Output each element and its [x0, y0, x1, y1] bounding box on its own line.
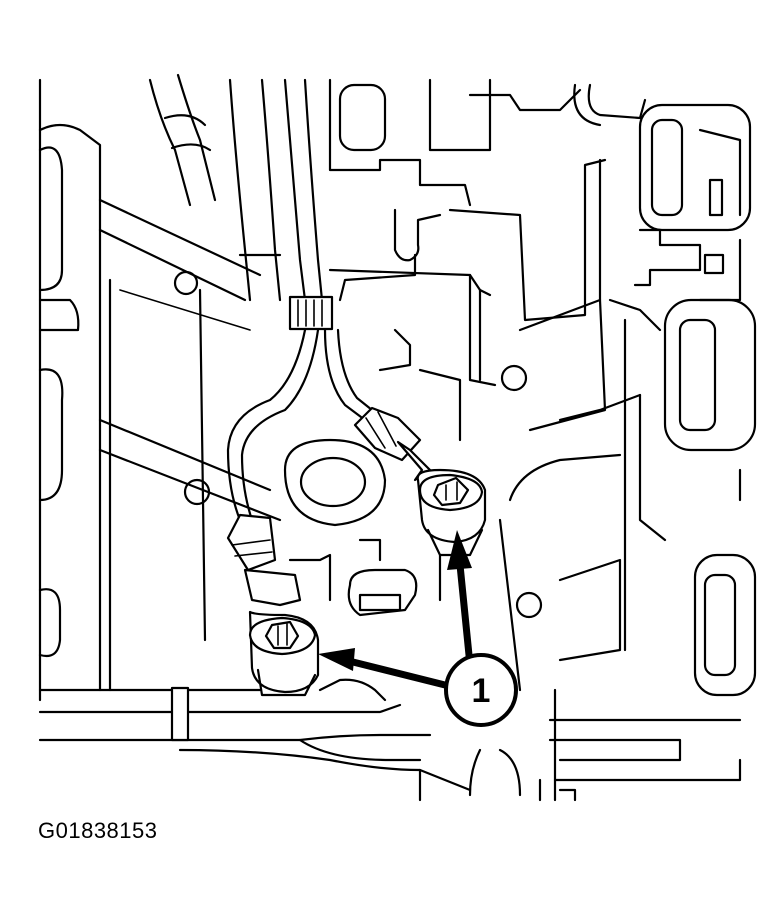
right-casting: [498, 83, 757, 802]
upper-oxygen-sensor: [353, 406, 487, 557]
upper-hoses: [148, 73, 324, 302]
sensor-wiring: [226, 295, 374, 522]
callout-arrows: [318, 530, 474, 689]
left-casting: [38, 78, 282, 702]
lower-oxygen-sensor: [226, 513, 320, 697]
callout-number: 1: [472, 672, 491, 710]
lower-pipes: [38, 678, 742, 802]
callout-arrowhead-lower-sensor: [318, 648, 355, 671]
mounting-boss: [283, 438, 442, 617]
callout-arrow-lower-sensor: [341, 656, 449, 689]
callout-arrowhead-upper-sensor: [447, 530, 472, 570]
figure-id: G01838153: [38, 818, 158, 843]
callout-1: 1: [444, 653, 518, 727]
center-casting: [328, 78, 642, 442]
callout-circle: [444, 653, 518, 727]
